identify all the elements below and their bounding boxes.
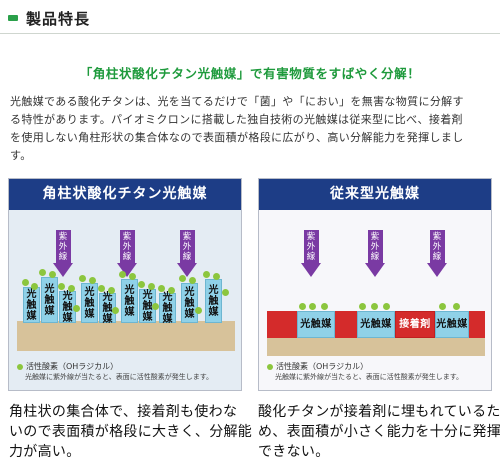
binder-layer	[267, 311, 297, 338]
intro-line: す。	[10, 149, 32, 162]
flat-catalyst: 光触媒	[435, 311, 469, 338]
uv-arrow-icon: 紫外線	[177, 230, 197, 277]
active-oxygen-dot	[39, 269, 46, 276]
active-oxygen-dot	[222, 289, 229, 296]
active-oxygen-dot	[108, 287, 115, 294]
active-oxygen-dot	[49, 271, 56, 278]
intro-line: 光触媒である酸化チタンは、光を当てるだけで「菌」や「におい」を無害な物質に分解す	[10, 95, 464, 108]
active-oxygen-dot	[299, 303, 306, 310]
uv-arrow-icon: 紫外線	[427, 230, 447, 277]
active-oxygen-dot	[213, 273, 220, 280]
conventional-catalyst-caption: 酸化チタンが接着剤に埋もれているた め、表面積が小さく能力を十分に発揮 できない…	[258, 402, 500, 462]
active-oxygen-dot	[179, 275, 186, 282]
caption-line: 角柱状の集合体で、接着剤も使わな	[9, 404, 238, 420]
active-oxygen-dot	[383, 303, 390, 310]
prism-catalyst-caption: 角柱状の集合体で、接着剤も使わな いので表面積が格段に大きく、分解能 力が高い。	[9, 402, 253, 462]
active-oxygen-dot	[119, 271, 126, 278]
active-oxygen-dot	[79, 275, 86, 282]
active-oxygen-dot	[195, 307, 202, 314]
catalyst-column: 光触媒	[81, 283, 98, 323]
active-oxygen-dot	[321, 303, 328, 310]
caption-line: 力が高い。	[9, 444, 81, 460]
binder-layer	[335, 311, 357, 338]
active-oxygen-dot	[58, 283, 65, 290]
active-oxygen-dot	[152, 303, 159, 310]
active-oxygen-dot	[138, 281, 145, 288]
active-oxygen-dot	[98, 285, 105, 292]
active-oxygen-dot	[189, 277, 196, 284]
panel-title: 従来型光触媒	[259, 179, 491, 210]
active-oxygen-legend-icon	[17, 364, 23, 370]
uv-arrow-icon: 紫外線	[365, 230, 385, 277]
active-oxygen-dot	[309, 303, 316, 310]
header-divider	[0, 33, 500, 34]
legend: 活性酸素（OHラジカル） 光触媒に紫外線が当たると、表面に活性酸素が発生します。	[267, 362, 489, 382]
caption-line: できない。	[258, 444, 330, 460]
legend-label: 活性酸素（OHラジカル）	[276, 362, 369, 371]
active-oxygen-dot	[129, 273, 136, 280]
legend-note: 光触媒に紫外線が当たると、表面に活性酸素が発生します。	[275, 373, 464, 381]
catalyst-column: 光触媒	[159, 292, 176, 325]
intro-line: る特性があります。パイオミクロンに搭載した独自技術の光触媒は従来型に比べ、接着剤	[10, 113, 463, 126]
active-oxygen-dot	[359, 303, 366, 310]
legend-note: 光触媒に紫外線が当たると、表面に活性酸素が発生します。	[25, 373, 214, 381]
section-marker	[8, 15, 18, 21]
intro-paragraph: 光触媒である酸化チタンは、光を当てるだけで「菌」や「におい」を無害な物質に分解す…	[10, 93, 492, 165]
active-oxygen-dot	[453, 303, 460, 310]
panel-title: 角柱状酸化チタン光触媒	[9, 179, 241, 210]
section-header: 製品特長	[8, 7, 90, 29]
binder-label: 接着剤	[395, 311, 435, 338]
caption-line: いので表面積が格段に大きく、分解能	[9, 424, 253, 440]
active-oxygen-dot	[68, 285, 75, 292]
uv-arrow-icon: 紫外線	[301, 230, 321, 277]
catalyst-column: 光触媒	[23, 287, 40, 323]
legend-label: 活性酸素（OHラジカル）	[26, 362, 119, 371]
active-oxygen-dot	[73, 305, 80, 312]
prism-catalyst-panel: 角柱状酸化チタン光触媒 紫外線 紫外線 紫外線 光触媒 光触媒 光触媒 光触媒 …	[8, 178, 242, 391]
active-oxygen-dot	[168, 287, 175, 294]
conventional-catalyst-panel: 従来型光触媒 紫外線 紫外線 紫外線 光触媒 光触媒 接着剤 光触媒 活性酸素（…	[258, 178, 492, 391]
legend: 活性酸素（OHラジカル） 光触媒に紫外線が当たると、表面に活性酸素が発生します。	[17, 362, 239, 382]
substrate	[17, 321, 235, 351]
catalyst-column: 光触媒	[181, 283, 198, 323]
binder-layer	[469, 311, 485, 338]
catalyst-column: 光触媒	[205, 279, 222, 323]
flat-catalyst: 光触媒	[297, 311, 335, 338]
feature-headline: 「角柱状酸化チタン光触媒」で有害物質をすばやく分解！	[79, 66, 421, 81]
uv-arrow-icon: 紫外線	[117, 230, 137, 277]
uv-arrow-icon: 紫外線	[53, 230, 73, 277]
active-oxygen-dot	[371, 303, 378, 310]
section-title: 製品特長	[26, 9, 91, 28]
catalyst-column: 光触媒	[41, 277, 58, 323]
active-oxygen-dot	[158, 285, 165, 292]
catalyst-column: 光触媒	[121, 279, 138, 323]
active-oxygen-dot	[148, 283, 155, 290]
active-oxygen-dot	[112, 307, 119, 314]
caption-line: 酸化チタンが接着剤に埋もれているた	[258, 404, 500, 420]
active-oxygen-dot	[203, 271, 210, 278]
active-oxygen-dot	[22, 279, 29, 286]
flat-catalyst: 光触媒	[357, 311, 395, 338]
active-oxygen-dot	[31, 283, 38, 290]
active-oxygen-dot	[439, 303, 446, 310]
caption-line: め、表面積が小さく能力を十分に発揮	[258, 424, 500, 440]
intro-line: を使用しない角柱形状の集合体なので表面積が格段に広がり、高い分解能力を発揮しまし	[10, 131, 464, 144]
active-oxygen-dot	[89, 277, 96, 284]
active-oxygen-legend-icon	[267, 364, 273, 370]
